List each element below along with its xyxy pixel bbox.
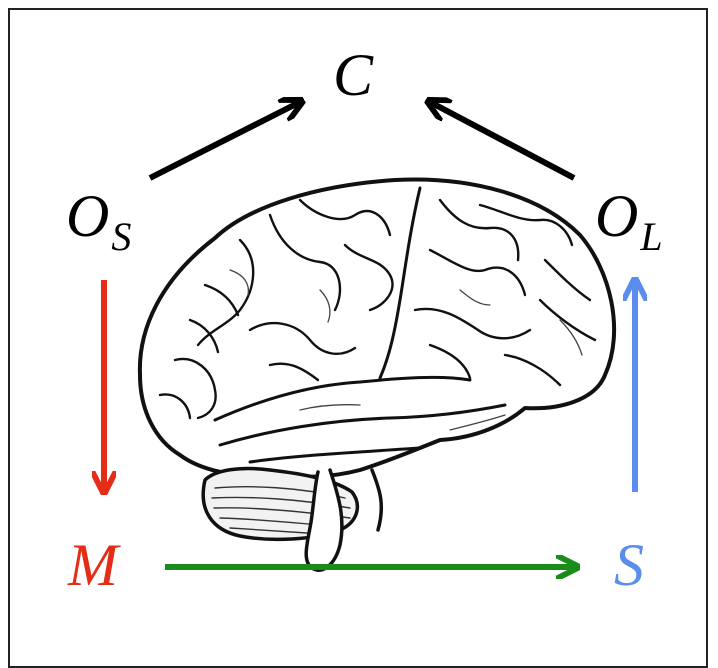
node-ol-label: O: [595, 183, 639, 249]
node-m: M: [68, 535, 118, 595]
node-c: C: [333, 45, 373, 105]
diagram-canvas: [0, 0, 718, 645]
node-os-subscript: S: [111, 214, 132, 259]
node-c-label: C: [333, 42, 374, 108]
node-s-label: S: [614, 532, 644, 598]
node-s: S: [614, 535, 644, 595]
node-os-label: O: [66, 183, 110, 249]
node-ol-subscript: L: [640, 214, 663, 259]
arrow-os-to-c: [148, 102, 300, 181]
brain-illustration-icon: [137, 177, 617, 572]
arrow-ol-to-c: [430, 102, 576, 181]
node-ol: OL: [595, 186, 663, 257]
node-m-label: M: [68, 532, 118, 598]
node-os: OS: [66, 186, 131, 257]
